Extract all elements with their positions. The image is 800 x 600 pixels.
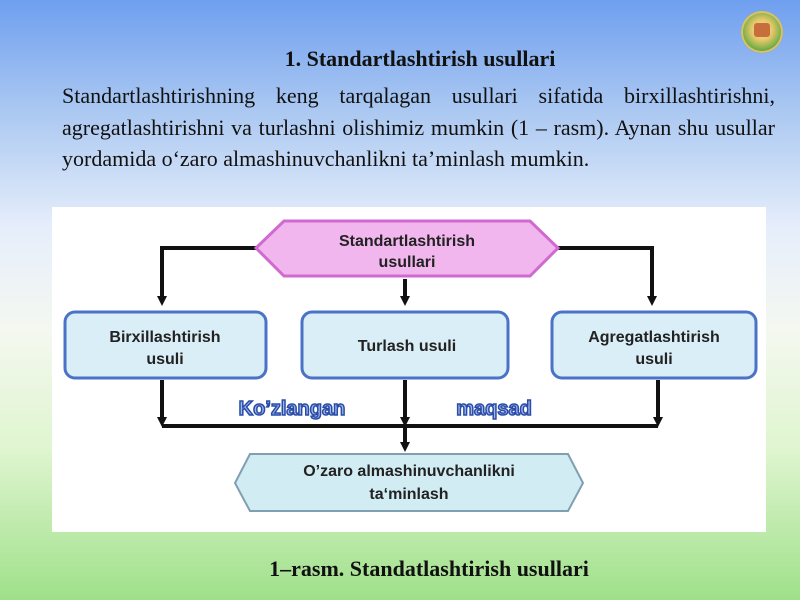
- diagram-panel: Standartlashtirish usullari Birxillashti…: [52, 207, 766, 532]
- method-1-line2: usuli: [146, 351, 183, 368]
- slide-title: 1. Standartlashtirish usullari: [284, 46, 556, 71]
- emblem-logo: [741, 11, 783, 53]
- method-3-line2: usuli: [635, 351, 672, 368]
- goal-label-left: Ko’zlangan: [239, 398, 346, 420]
- methods-diagram: Standartlashtirish usullari Birxillashti…: [63, 219, 758, 512]
- result-node: O’zaro almashinuvchanlikni ta‘minlash: [233, 453, 585, 512]
- result-line1: O’zaro almashinuvchanlikni: [303, 463, 515, 480]
- arrow-to-method-3: [558, 246, 657, 306]
- method-3-line1: Agregatlashtirish: [588, 329, 720, 346]
- top-node-line1: Standartlashtirish: [339, 233, 475, 250]
- figure-caption: 1–rasm. Standatlashtirish usullari: [269, 556, 589, 581]
- method-1-line1: Birxillashtirish: [109, 329, 220, 346]
- top-node-line2: usullari: [379, 254, 436, 271]
- goal-label-right: maqsad: [456, 398, 532, 420]
- goal-label: Ko’zlangan maqsad: [238, 397, 533, 421]
- arrow-to-method-1: [157, 246, 256, 306]
- result-line2: ta‘minlash: [369, 486, 448, 503]
- slide-paragraph: Standartlashtirishning keng tarqalagan u…: [62, 83, 775, 171]
- method-box-1: Birxillashtirish usuli: [63, 310, 268, 380]
- method-2-line1: Turlash usuli: [358, 338, 456, 355]
- method-box-2: Turlash usuli: [300, 310, 510, 380]
- method-box-3: Agregatlashtirish usuli: [550, 310, 758, 380]
- connector-lines: [157, 246, 663, 452]
- top-node: Standartlashtirish usullari: [253, 219, 561, 278]
